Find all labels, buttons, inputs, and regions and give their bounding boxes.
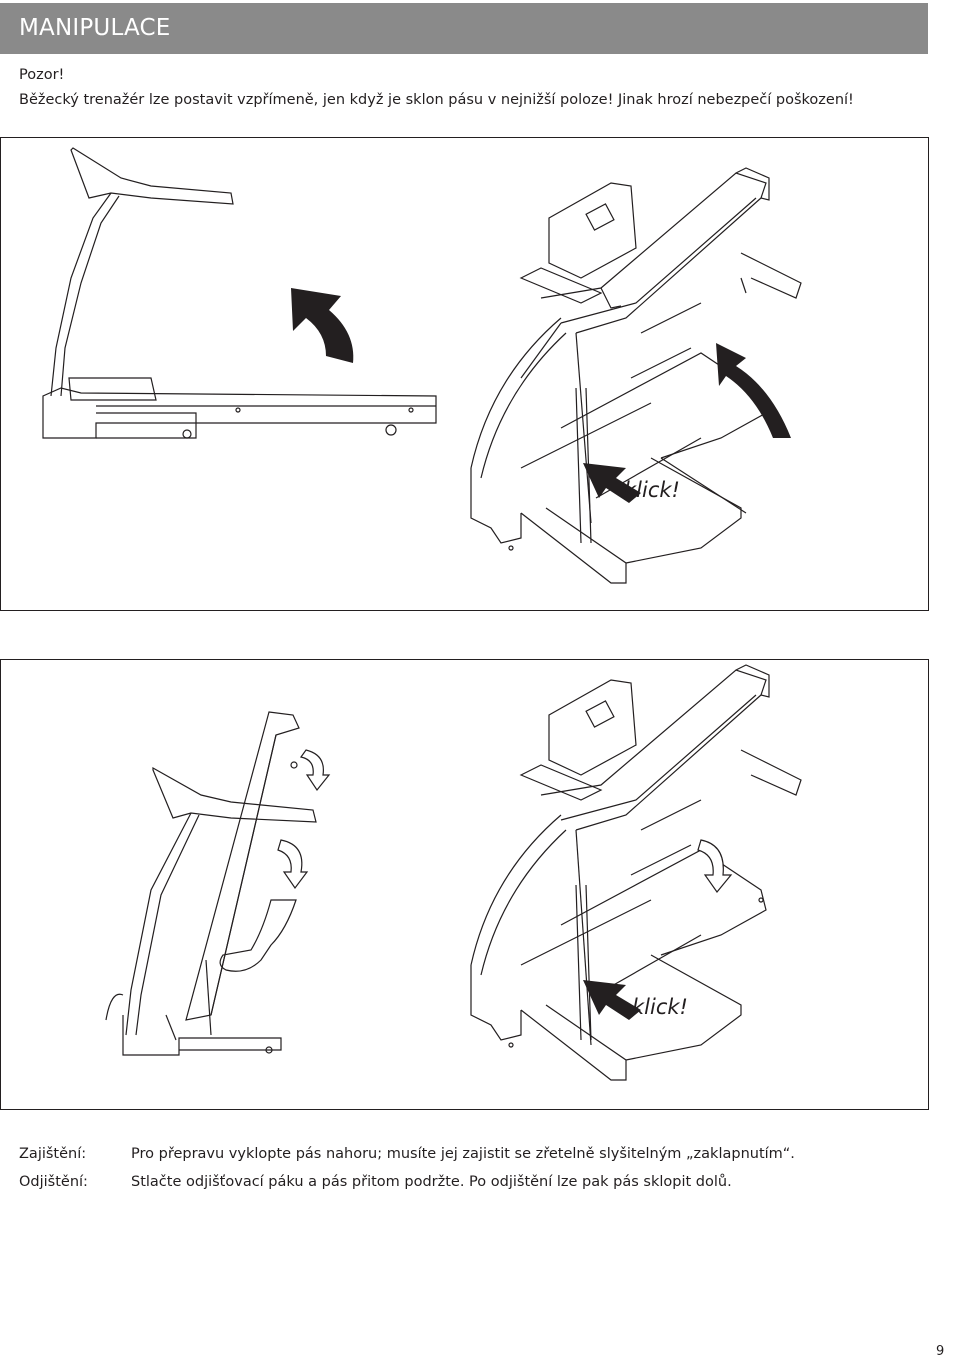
klick-label: klick! xyxy=(632,995,688,1019)
pointer-arrow-icon xyxy=(583,463,641,503)
treadmill-folded-view xyxy=(470,664,802,1081)
instruction-label-unlock: Odjištění: xyxy=(19,1174,88,1190)
rotate-arrow-icon xyxy=(277,839,309,890)
warning-text: Běžecký trenažér lze postavit vzpřímeně,… xyxy=(19,92,854,108)
foot-outline xyxy=(219,899,297,972)
pointer-arrow-icon xyxy=(583,980,641,1020)
section-header-bar: MANIPULACE xyxy=(0,3,928,54)
treadmill-flat-side-view xyxy=(42,147,437,439)
warning-title: Pozor! xyxy=(19,67,65,83)
klick-label: klick! xyxy=(624,478,680,502)
section-title: MANIPULACE xyxy=(19,15,171,41)
instruction-text-lock: Pro přepravu vyklopte pás nahoru; musíte… xyxy=(131,1146,795,1162)
treadmill-illustration xyxy=(42,147,802,584)
arrow-up-icon xyxy=(291,288,354,363)
figure-unlocking-treadmill: klick! xyxy=(0,659,929,1110)
rotate-arrow-icon xyxy=(299,749,331,792)
treadmill-folded-view xyxy=(470,167,802,584)
treadmill-illustration xyxy=(105,664,802,1081)
treadmill-folded-side-view xyxy=(105,711,317,1056)
rotate-arrow-icon xyxy=(697,839,733,893)
page-number: 9 xyxy=(936,1344,945,1359)
curved-arrow-up-icon xyxy=(716,343,791,438)
instruction-label-lock: Zajištění: xyxy=(19,1146,87,1162)
figure-locking-treadmill: klick! xyxy=(0,137,929,611)
instruction-text-unlock: Stlačte odjišťovací páku a pás přitom po… xyxy=(131,1174,732,1190)
